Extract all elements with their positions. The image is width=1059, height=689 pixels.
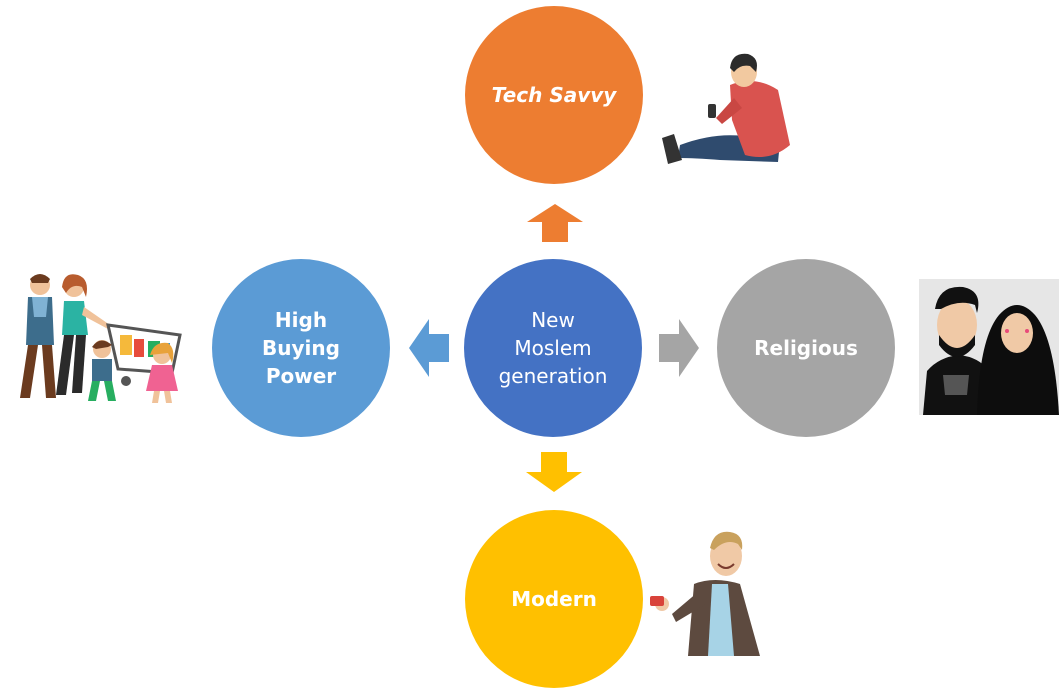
arrow-down <box>526 452 582 492</box>
node-label-top: Tech Savvy <box>491 83 617 107</box>
family-shopping-cart-icon <box>20 274 182 403</box>
node-label-left: High Buying Power <box>262 308 340 388</box>
node-tech-savvy: Tech Savvy <box>465 6 643 184</box>
node-religious: Religious <box>717 259 895 437</box>
arrow-right <box>659 319 699 377</box>
arrow-up <box>527 204 583 242</box>
node-label-center: New Moslem generation <box>498 308 608 388</box>
node-label-bottom: Modern <box>511 587 597 611</box>
person-sitting-with-phone-icon <box>662 53 790 164</box>
man-holding-card-icon <box>650 531 760 656</box>
node-new-moslem-generation: New Moslem generation <box>464 259 642 437</box>
arrow-left <box>409 319 449 377</box>
node-modern: Modern <box>465 510 643 688</box>
node-high-buying-power: High Buying Power <box>212 259 390 437</box>
node-label-right: Religious <box>754 336 858 360</box>
couple-hijab-icon <box>919 279 1059 415</box>
